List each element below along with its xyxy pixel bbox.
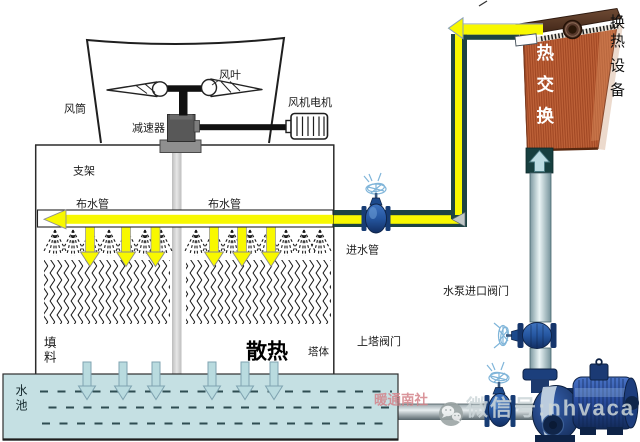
watermark-brand: 暖通南社: [374, 392, 428, 408]
motor-terminal-box: [589, 363, 609, 381]
motor-fins: [578, 378, 624, 428]
riser-valve: [493, 322, 557, 349]
heat-exchanger: [515, 7, 623, 152]
exchanger-side-plate: [597, 24, 623, 150]
exchanger-inlet-collar: [525, 147, 554, 174]
label-heat-dissipation: 散热: [246, 340, 288, 364]
label-support-frame: 支架: [73, 165, 95, 178]
fan-blade-left: [106, 81, 169, 98]
fan-assembly: [85, 36, 329, 153]
motor-highlight: [575, 388, 632, 397]
reducer-coupling: [193, 120, 200, 133]
pump-discharge-pipe: [529, 172, 552, 372]
fill-pack-left: [44, 260, 170, 324]
exchanger-corner-plate: [514, 33, 538, 47]
blade-hub-bar: [159, 85, 217, 92]
flow-turn-arrow: [451, 211, 466, 227]
return-flow-arrow: [447, 16, 464, 40]
water-pool: [2, 373, 399, 441]
inlet-pipe-valve: [361, 172, 391, 234]
motor-drive-shaft: [194, 124, 288, 131]
label-inlet-pipe: 进水管: [346, 243, 379, 257]
motor-foot-right: [607, 427, 623, 435]
label-fill-char-1: 填: [44, 336, 57, 350]
water-pump: [532, 358, 639, 442]
wechat-icon: [439, 402, 463, 426]
label-pool-char-2: 池: [16, 399, 28, 413]
hot-water-feed-pipe: [333, 34, 467, 227]
label-fan-blade: 风叶: [219, 69, 241, 82]
blade-label-leader: [211, 79, 220, 86]
label-exchange-equipment-char-1: 换: [610, 14, 625, 31]
motor-lifting-eye: [595, 358, 603, 366]
pump-base: [535, 435, 575, 442]
label-distribution-pipe-right: 布水管: [208, 197, 241, 211]
reducer-top: [170, 114, 193, 120]
label-pump-inlet-valve: 水泵进口阀门: [443, 284, 509, 298]
label-fill-char-2: 料: [44, 351, 57, 365]
fill-pack-right: [186, 260, 331, 324]
label-heat-exchange-char-2: 交: [537, 75, 555, 95]
label-tower-body: 塔体: [308, 345, 329, 358]
label-exchange-equipment-char-4: 备: [610, 82, 625, 99]
exchanger-fittings: [514, 19, 583, 47]
fan-shaft: [179, 88, 188, 116]
watermark: 暖通南社 微信号:nhvaca: [374, 392, 635, 426]
label-tower-inlet-valve: 上塔阀门: [357, 334, 401, 348]
label-heat-exchange-char-3: 换: [537, 106, 555, 126]
label-heat-exchange-char-1: 热: [537, 43, 555, 63]
label-pool-char-1: 水: [16, 384, 28, 398]
label-distribution-pipe-left: 布水管: [76, 197, 109, 211]
diagram-labels: 风叶 风机电机 风筒 减速器 支架 布水管 布水管 进水管 水泵进口阀门 上塔阀…: [16, 14, 626, 413]
distribution-flow-arrow: [42, 209, 67, 230]
pipe-flange: [522, 368, 558, 381]
fan-blade-right: [200, 78, 263, 98]
label-fan-motor: 风机电机: [288, 95, 332, 109]
label-gear-reducer: 减速器: [132, 122, 165, 135]
watermark-wechat: 微信号:nhvaca: [465, 396, 635, 421]
suction-pipe-valve: [484, 361, 516, 427]
hot-water-return-pipe: [447, 16, 543, 40]
label-exchange-equipment-char-2: 热: [610, 33, 625, 50]
tower-center-shaft: [172, 150, 182, 375]
water-distribution-pipe: [36, 209, 334, 230]
label-fan-cowl: 风筒: [64, 102, 86, 116]
fan-motor: [285, 112, 329, 140]
label-exchange-equipment-char-3: 设: [610, 58, 625, 75]
cold-water-up-arrow: [528, 149, 551, 172]
stray-mark: [478, 0, 488, 7]
motor-foot-left: [580, 427, 596, 435]
